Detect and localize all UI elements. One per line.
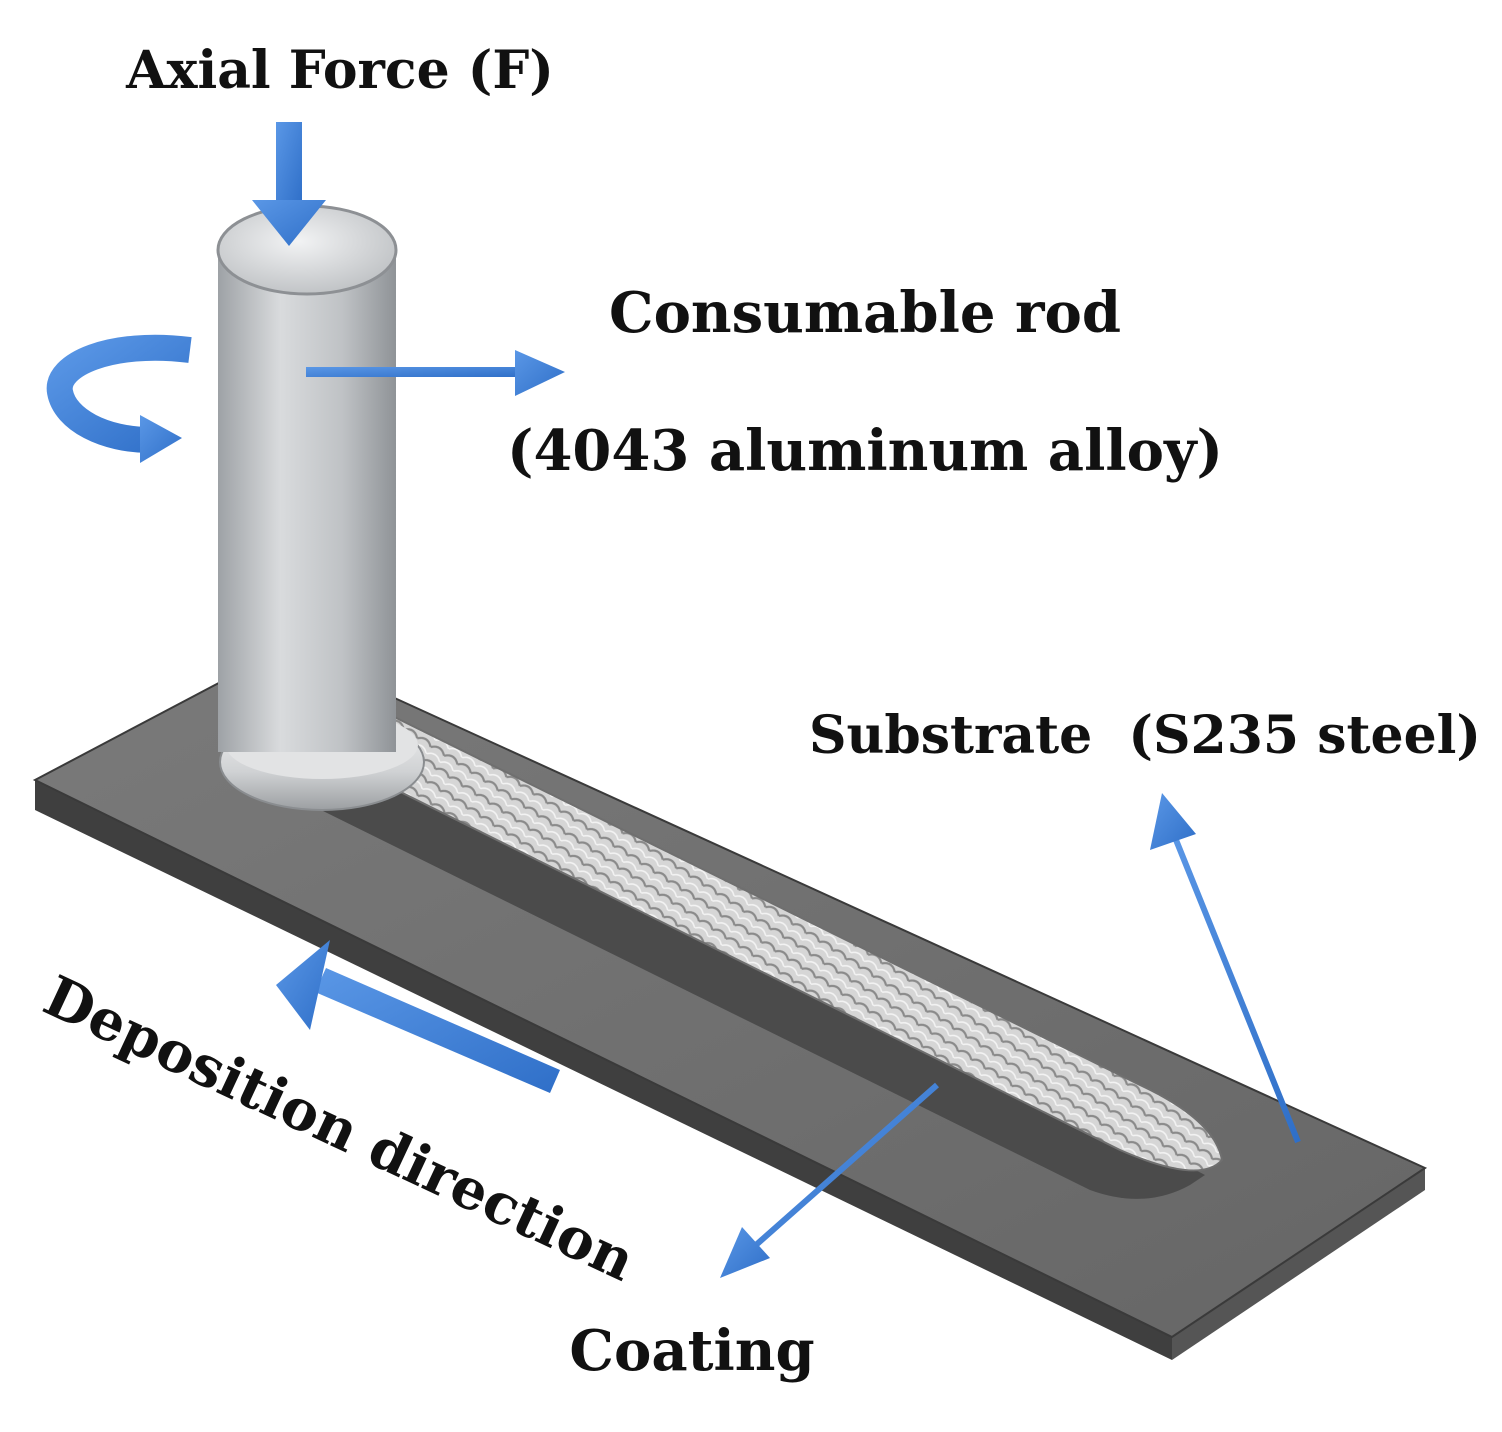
substrate-right-edge <box>1172 1168 1425 1360</box>
axial-force-arrow <box>252 122 326 246</box>
consumable-rod-label: Consumable rod <box>609 280 1121 346</box>
consumable-rod <box>216 204 425 811</box>
rod-material-label: (4043 aluminum alloy) <box>507 418 1223 484</box>
substrate-leader-arrow <box>1150 793 1301 1144</box>
deposition-direction-arrow <box>276 940 560 1093</box>
substrate-label: Substrate (S235 steel) <box>809 705 1481 766</box>
coating-groove <box>236 735 1205 1199</box>
coating-label: Coating <box>569 1318 814 1384</box>
coating-leader-arrow <box>720 1082 939 1278</box>
rod-leader-arrow <box>306 350 565 396</box>
substrate-front-edge <box>35 780 1172 1360</box>
coating-track <box>236 698 1224 1199</box>
coating-deposit <box>298 698 1224 1172</box>
rotation-arrow <box>46 334 192 463</box>
rod-body <box>218 250 396 752</box>
axial-force-label: Axial Force (F) <box>125 40 554 101</box>
